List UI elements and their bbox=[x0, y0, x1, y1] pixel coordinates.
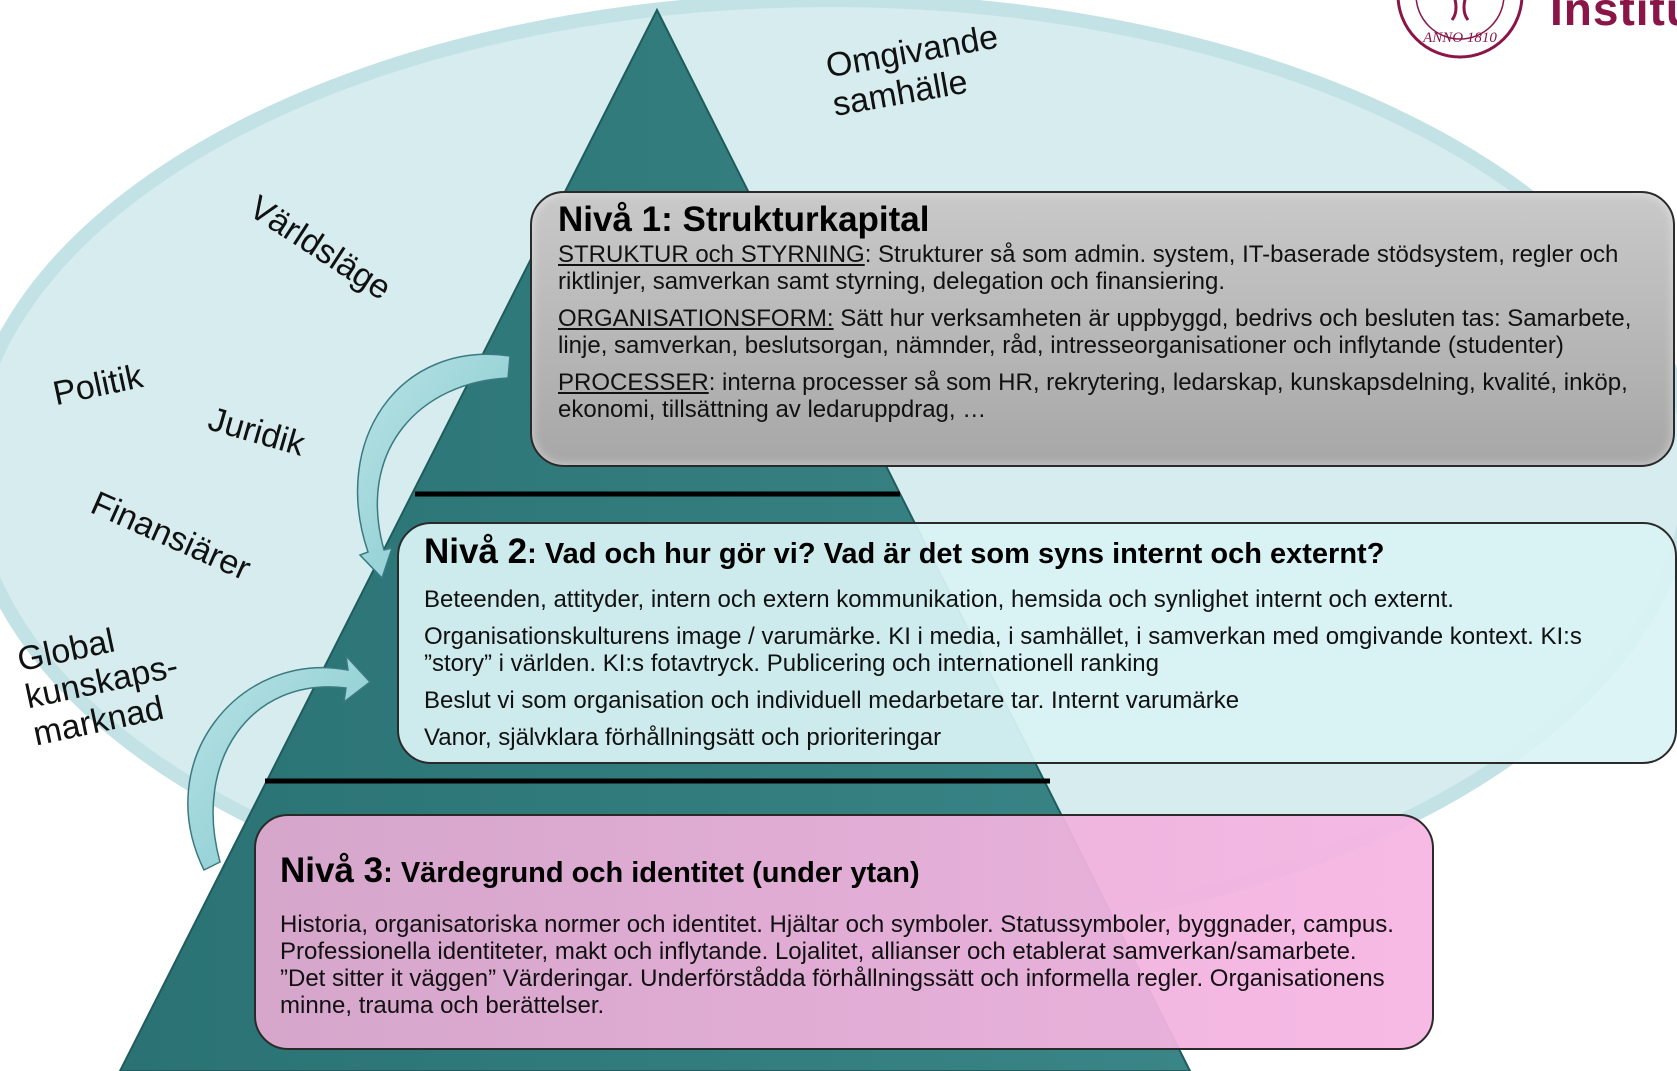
level-2-box: Nivå 2: Vad och hur gör vi? Vad är det s… bbox=[397, 522, 1677, 764]
logo-seal: ANNO 1810 bbox=[1396, 0, 1524, 59]
level-3-text: Historia, organisatoriska normer och ide… bbox=[280, 911, 1394, 1019]
level-1-item: STRUKTUR och STYRNING: Strukturer så som… bbox=[558, 241, 1619, 295]
level-2-title: Nivå 2: Vad och hur gör vi? Vad är det s… bbox=[424, 532, 1385, 571]
svg-text:ANNO 1810: ANNO 1810 bbox=[1422, 30, 1497, 46]
level-2-item: Beslut vi som organisation och individue… bbox=[424, 687, 1240, 714]
arrow-level3-to-level2 bbox=[187, 653, 372, 872]
level-3-box: Nivå 3: Värdegrund och identitet (under … bbox=[254, 814, 1434, 1050]
logo-text: Institu bbox=[1550, 0, 1677, 35]
arrow-level1-to-level2 bbox=[356, 353, 511, 580]
level-2-item: Beteenden, attityder, intern och extern … bbox=[424, 586, 1454, 613]
level-3-title: Nivå 3: Värdegrund och identitet (under … bbox=[280, 851, 920, 890]
level-1-item: PROCESSER: interna processer så som HR, … bbox=[558, 369, 1628, 423]
level-1-item: ORGANISATIONSFORM: Sätt hur verksamheten… bbox=[558, 305, 1632, 359]
level-1-title: Nivå 1: Strukturkapital bbox=[558, 200, 930, 239]
level-1-box: Nivå 1: Strukturkapital STRUKTUR och STY… bbox=[530, 191, 1675, 467]
level-2-item: Organisationskulturens image / varumärke… bbox=[424, 623, 1582, 677]
level-2-item: Vanor, självklara förhållningsätt och pr… bbox=[424, 724, 942, 751]
